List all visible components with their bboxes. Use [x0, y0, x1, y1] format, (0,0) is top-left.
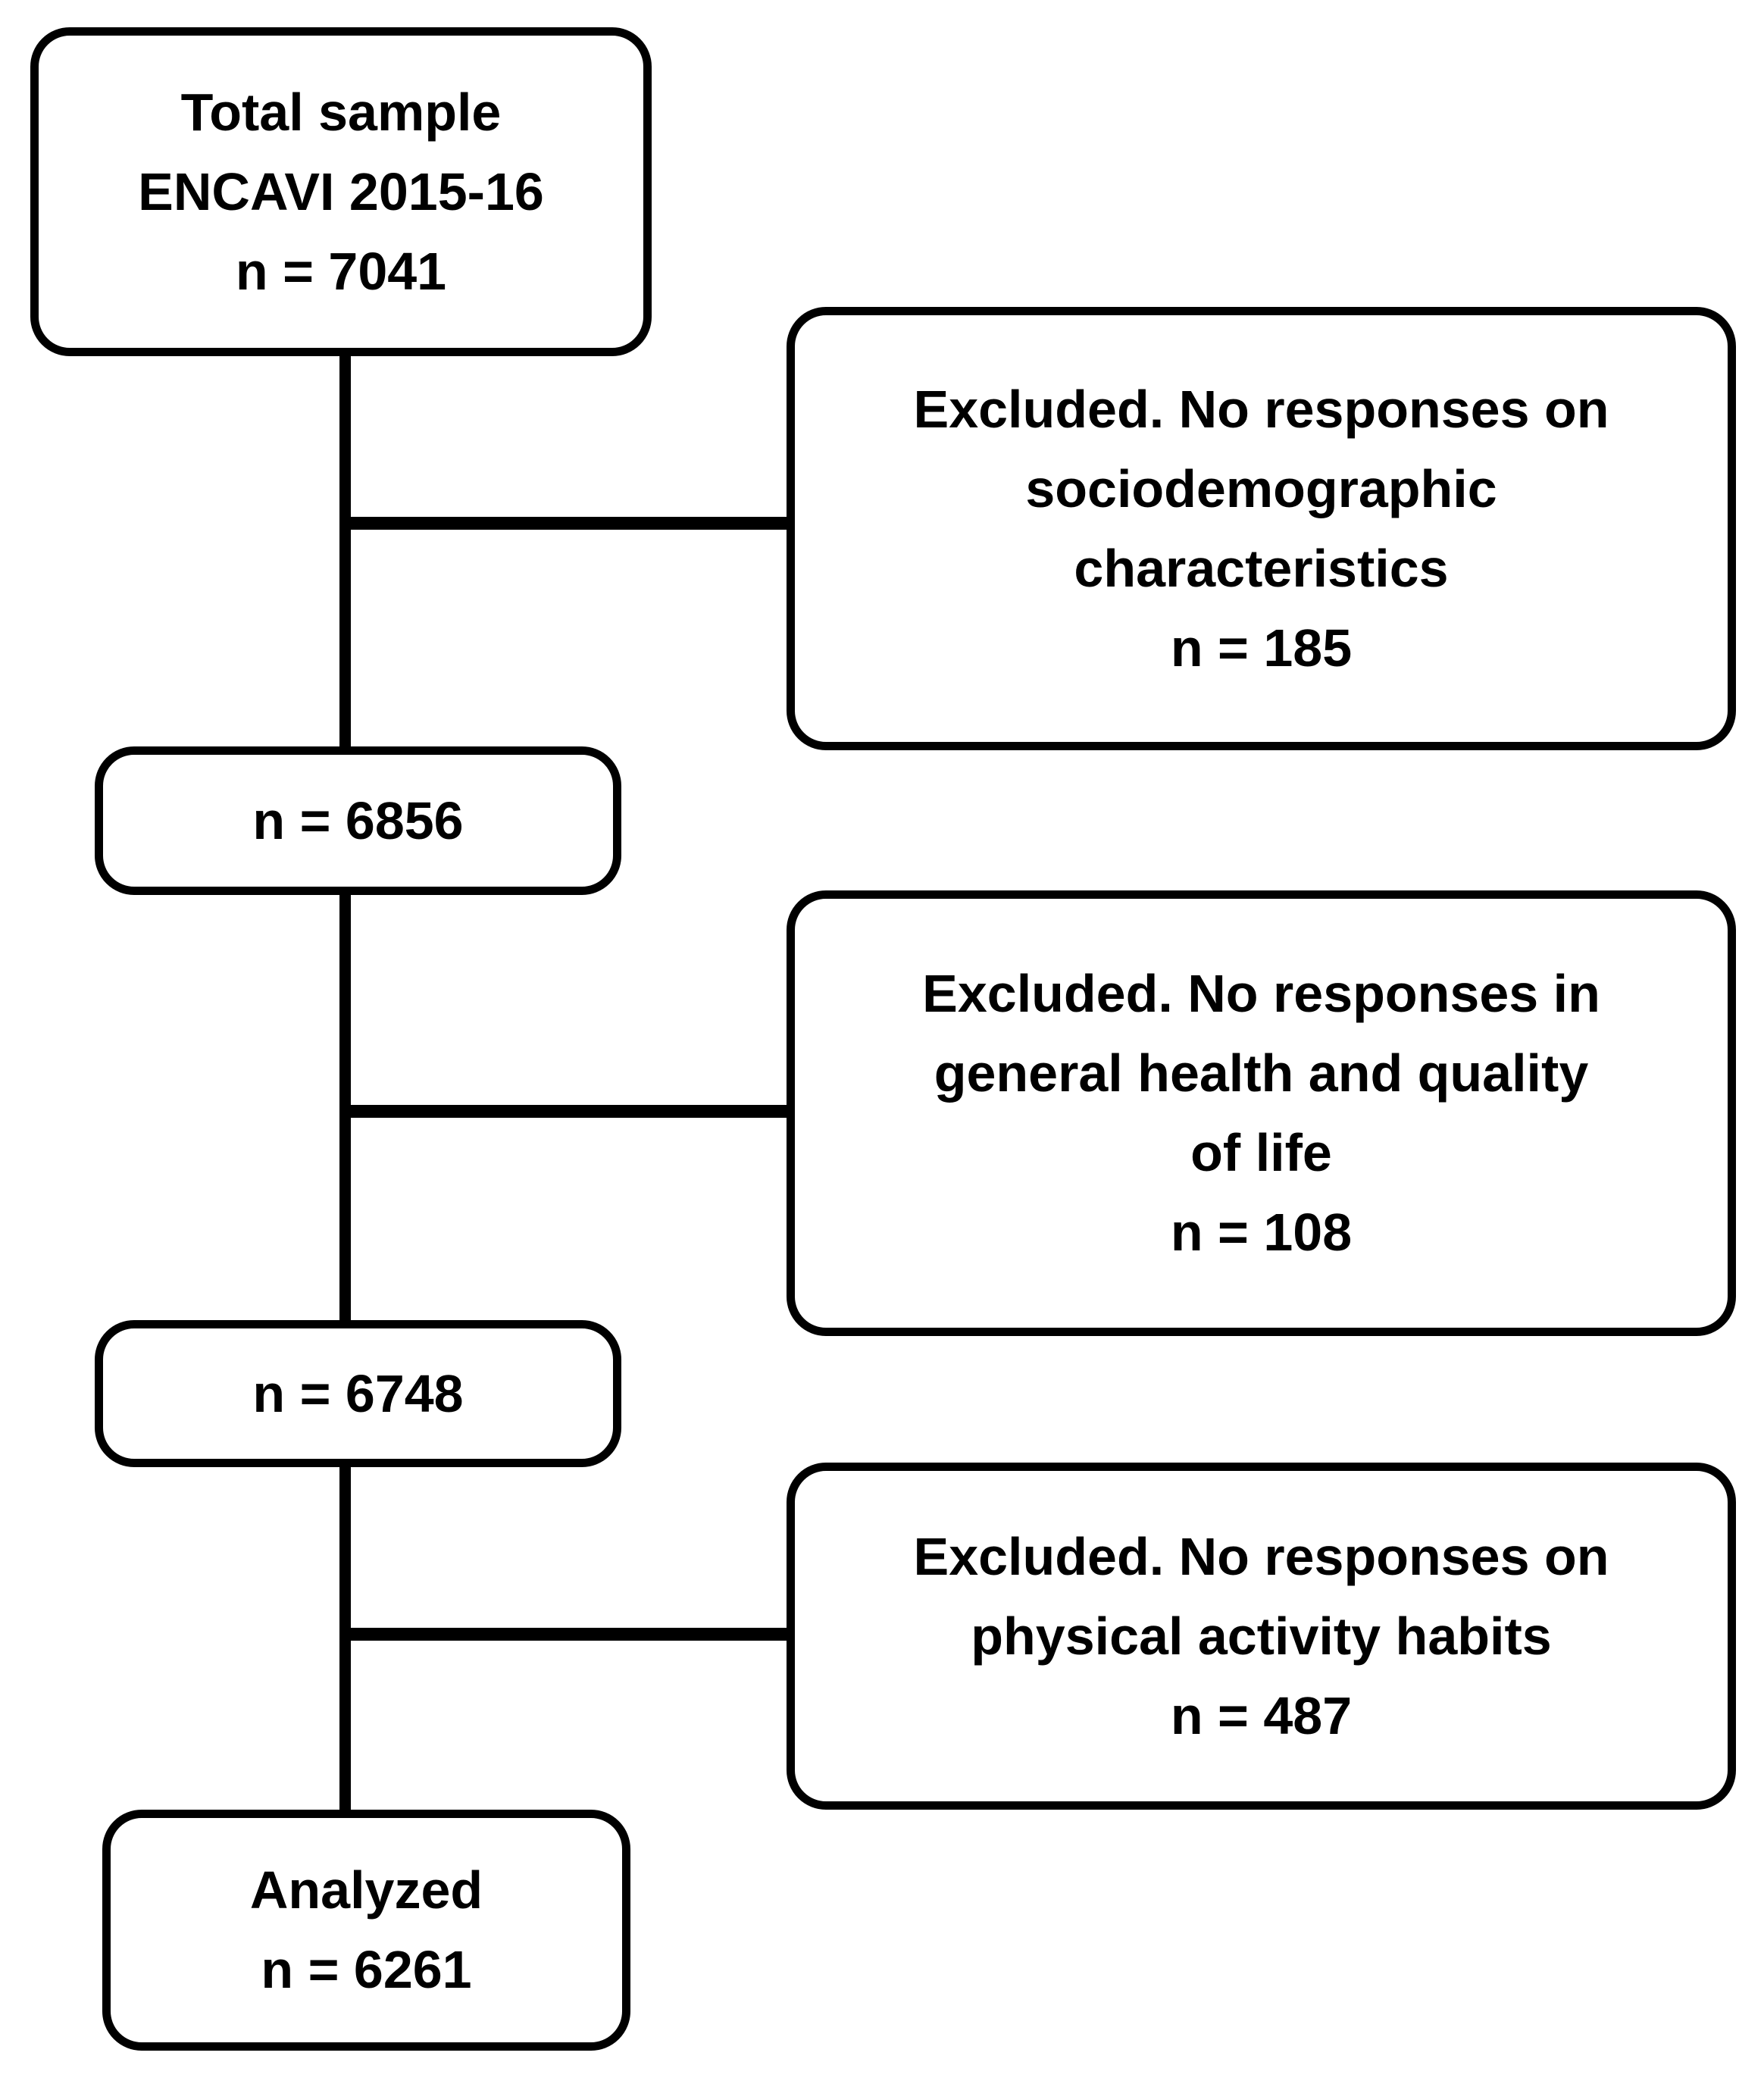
branch-connector-excluded-2: [345, 1105, 793, 1118]
node-excluded-general-health-text: Excluded. No responses in general health…: [795, 954, 1728, 1272]
text-line: Analyzed: [249, 1860, 483, 1920]
flow-spine-vertical-line: [339, 350, 351, 1813]
node-excluded-physical-activity-text: Excluded. No responses on physical activ…: [795, 1517, 1728, 1756]
node-analyzed-text: Analyzed n = 6261: [111, 1851, 622, 2010]
node-sample-6856: n = 6856: [95, 746, 621, 895]
node-excluded-general-health: Excluded. No responses in general health…: [787, 890, 1736, 1336]
node-analyzed: Analyzed n = 6261: [102, 1810, 630, 2051]
node-sample-6856-text: n = 6856: [103, 781, 613, 861]
text-line: n = 6261: [261, 1940, 472, 1999]
text-line: Excluded. No responses in: [922, 964, 1600, 1023]
text-line: Excluded. No responses on: [913, 1526, 1609, 1586]
node-excluded-sociodemographic: Excluded. No responses on sociodemograph…: [787, 307, 1736, 750]
text-line: of life: [1190, 1123, 1332, 1182]
node-excluded-sociodemographic-text: Excluded. No responses on sociodemograph…: [795, 370, 1728, 688]
text-line: Excluded. No responses on: [913, 379, 1609, 439]
text-line: n = 487: [1170, 1685, 1353, 1745]
text-line: general health and quality: [934, 1044, 1589, 1103]
text-line: ENCAVI 2015-16: [138, 161, 544, 221]
branch-connector-excluded-3: [345, 1628, 793, 1641]
text-line: n = 185: [1170, 618, 1353, 677]
text-line: n = 7041: [235, 241, 447, 301]
node-sample-6748-text: n = 6748: [103, 1354, 613, 1434]
node-sample-6748: n = 6748: [95, 1320, 621, 1467]
text-line: n = 6856: [252, 790, 464, 850]
text-line: n = 6748: [252, 1363, 464, 1423]
text-line: sociodemographic: [1025, 458, 1497, 518]
text-line: n = 108: [1170, 1203, 1353, 1262]
node-total-sample-text: Total sample ENCAVI 2015-16 n = 7041: [39, 73, 643, 311]
node-total-sample: Total sample ENCAVI 2015-16 n = 7041: [30, 27, 652, 356]
text-line: physical activity habits: [971, 1606, 1552, 1666]
branch-connector-excluded-1: [345, 517, 793, 530]
node-excluded-physical-activity: Excluded. No responses on physical activ…: [787, 1463, 1736, 1810]
text-line: Total sample: [180, 82, 502, 142]
text-line: characteristics: [1074, 538, 1449, 598]
